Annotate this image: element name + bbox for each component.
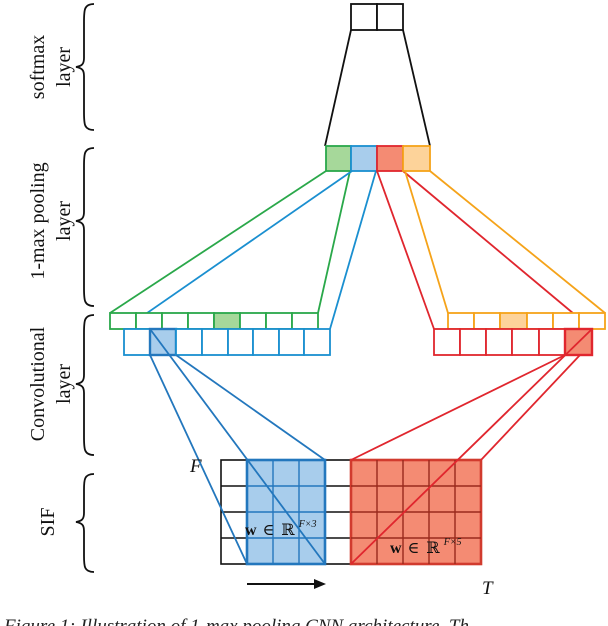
pooling-layer: [325, 145, 431, 172]
pool-cell-orange: [402, 145, 431, 172]
conv-map-orange: [447, 312, 606, 330]
conv-map-blue: [123, 327, 331, 357]
pool-cell-green: [325, 145, 352, 172]
blue-sup: F×3: [298, 519, 317, 530]
t-axis-label: T: [482, 578, 494, 599]
brace-pooling: [75, 147, 95, 307]
red-in: ∈: [408, 540, 420, 557]
orange-connection: [404, 170, 606, 314]
red-R: ℝ: [426, 540, 440, 557]
blue-w: w: [245, 522, 257, 539]
pool-cell-blue: [350, 145, 378, 172]
softmax-label-line1: softmax: [27, 35, 49, 99]
conv-label-line1: Convolutional: [27, 326, 49, 441]
blue-connection: [123, 170, 377, 330]
softmax-label-line2: layer: [53, 47, 75, 87]
f-axis-label: F: [189, 456, 202, 477]
blue-filter-label: w ∈ ℝ F×3: [245, 519, 317, 539]
pooling-label-line2: layer: [53, 201, 75, 241]
conv-map-green: [109, 312, 319, 330]
softmax-output-box: [350, 3, 404, 31]
sif-filter-red: [349, 458, 483, 566]
blue-R: ℝ: [281, 522, 295, 539]
red-filter-label: w ∈ ℝ F×5: [390, 537, 462, 557]
pooling-label-line1: 1-max pooling: [27, 162, 49, 279]
conv-map-red: [433, 327, 594, 357]
red-sup: F×5: [443, 537, 462, 548]
red-filter-projection: [350, 328, 593, 565]
blue-filter-projection: [149, 328, 326, 565]
pool-cell-red: [376, 145, 404, 172]
figure-caption: Figure 1: Illustration of 1-max pooling …: [3, 616, 469, 626]
blue-in: ∈: [263, 522, 275, 539]
brace-sif: [75, 473, 95, 573]
time-arrow: [247, 579, 326, 589]
brace-conv: [75, 314, 95, 456]
svg-text:w ∈ ℝ F×5: w ∈ ℝ F×5: [390, 537, 462, 557]
conv-label-line2: layer: [53, 364, 75, 404]
red-w: w: [390, 540, 402, 557]
brace-softmax: [75, 3, 95, 131]
green-connection: [109, 170, 351, 314]
svg-text:w ∈ ℝ F×3: w ∈ ℝ F×3: [245, 519, 317, 539]
softmax-connection: [324, 29, 431, 147]
red-connection: [376, 170, 593, 330]
sif-label: SIF: [37, 508, 59, 537]
